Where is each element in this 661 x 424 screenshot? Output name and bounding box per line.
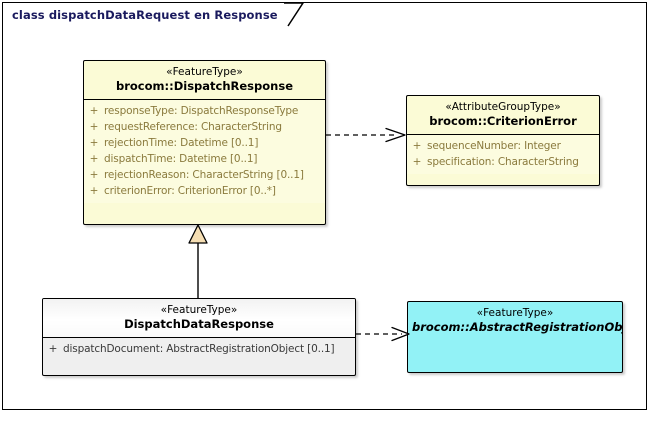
attribute-row: + sequenceNumber: Integer	[407, 138, 599, 154]
attribute-visibility: +	[89, 153, 99, 165]
class-stereotype: «FeatureType»	[476, 307, 554, 319]
frame-tab-slant-edge	[283, 3, 304, 27]
diagram-canvas: class dispatchDataRequest en Response	[2, 2, 647, 410]
attribute-label: dispatchTime: Datetime [0..1]	[104, 153, 258, 165]
attribute-row: + dispatchTime: Datetime [0..1]	[84, 151, 325, 167]
attribute-row: + responseType: DispatchResponseType	[84, 103, 325, 119]
attribute-label: specification: CharacterString	[427, 156, 579, 168]
attribute-row: + rejectionTime: Datetime [0..1]	[84, 135, 325, 151]
attribute-label: requestReference: CharacterString	[104, 121, 282, 133]
attribute-label: criterionError: CriterionError [0..*]	[104, 185, 276, 197]
attribute-visibility: +	[89, 137, 99, 149]
class-box-abstract-registration-object[interactable]: «FeatureType» brocom::AbstractRegistrati…	[407, 301, 623, 373]
attribute-row: + criterionError: CriterionError [0..*]	[84, 183, 325, 199]
connector-dependency-dispatchdataresponse-to-abstractregistrationobject[interactable]	[356, 326, 414, 342]
class-header-dispatch-response: «FeatureType» brocom::DispatchResponse	[84, 61, 325, 99]
attribute-row: + dispatchDocument: AbstractRegistration…	[43, 341, 355, 357]
connector-dependency-dispatchresponse-to-criterionerror[interactable]	[326, 127, 408, 143]
diagram-frame-title-tab: class dispatchDataRequest en Response	[3, 3, 304, 27]
class-name: brocom::CriterionError	[429, 114, 577, 128]
attribute-label: rejectionTime: Datetime [0..1]	[104, 137, 259, 149]
class-name: DispatchDataResponse	[124, 317, 274, 331]
attribute-visibility: +	[89, 169, 99, 181]
connector-generalization-dispatchdataresponse-to-dispatchresponse[interactable]	[186, 224, 210, 300]
attribute-label: dispatchDocument: AbstractRegistrationOb…	[63, 343, 335, 355]
attribute-visibility: +	[412, 140, 422, 152]
attribute-visibility: +	[412, 156, 422, 168]
class-stereotype: «AttributeGroupType»	[445, 101, 561, 113]
attribute-row: + requestReference: CharacterString	[84, 119, 325, 135]
frame-title-label: class dispatchDataRequest en Response	[12, 7, 278, 22]
attribute-row: + rejectionReason: CharacterString [0..1…	[84, 167, 325, 183]
attribute-visibility: +	[48, 343, 58, 355]
class-box-dispatch-data-response[interactable]: «FeatureType» DispatchDataResponse + dis…	[42, 298, 356, 376]
class-header-criterion-error: «AttributeGroupType» brocom::CriterionEr…	[407, 96, 599, 134]
class-header-dispatch-data-response: «FeatureType» DispatchDataResponse	[43, 299, 355, 337]
frame-tab-body: class dispatchDataRequest en Response	[3, 3, 284, 26]
class-stereotype: «FeatureType»	[160, 304, 238, 316]
attribute-visibility: +	[89, 121, 99, 133]
class-name: brocom::AbstractRegistrationObject	[412, 320, 623, 334]
class-name: brocom::DispatchResponse	[116, 79, 293, 93]
class-stereotype: «FeatureType»	[166, 66, 243, 78]
attribute-compartment-dispatch-response: + responseType: DispatchResponseType + r…	[84, 99, 325, 203]
class-box-criterion-error[interactable]: «AttributeGroupType» brocom::CriterionEr…	[406, 95, 600, 186]
attribute-label: responseType: DispatchResponseType	[104, 105, 299, 117]
attribute-label: sequenceNumber: Integer	[427, 140, 561, 152]
attribute-label: rejectionReason: CharacterString [0..1]	[104, 169, 304, 181]
attribute-compartment-criterion-error: + sequenceNumber: Integer + specificatio…	[407, 134, 599, 174]
attribute-visibility: +	[89, 105, 99, 117]
class-header-abstract-registration-object: «FeatureType» brocom::AbstractRegistrati…	[408, 302, 622, 340]
class-box-dispatch-response[interactable]: «FeatureType» brocom::DispatchResponse +…	[83, 60, 326, 225]
attribute-row: + specification: CharacterString	[407, 154, 599, 170]
attribute-visibility: +	[89, 185, 99, 197]
attribute-compartment-dispatch-data-response: + dispatchDocument: AbstractRegistration…	[43, 337, 355, 361]
